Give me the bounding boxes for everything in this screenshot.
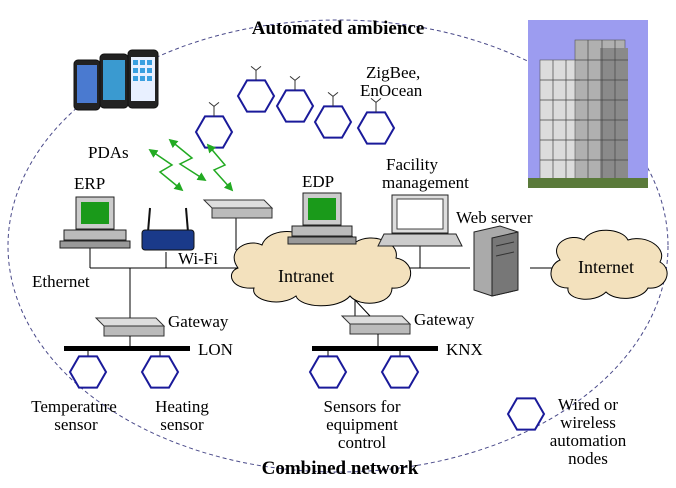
legend-automation: automation: [550, 431, 627, 450]
wifi-router-icon: [141, 207, 195, 251]
title-combined-network: Combined network: [262, 458, 419, 479]
legend-nodes: nodes: [568, 449, 608, 468]
lon-bus: [64, 336, 190, 358]
label-sensors-for: Sensors for: [324, 397, 401, 416]
label-pdas: PDAs: [88, 143, 129, 162]
web-server-icon: [473, 225, 519, 297]
wired-node-1: [68, 355, 108, 389]
label-facility: Facility: [386, 155, 438, 174]
label-edp: EDP: [302, 172, 334, 191]
wireless-node-3: [194, 101, 234, 149]
legend-node-icon: [506, 397, 546, 431]
label-control: control: [338, 433, 386, 452]
label-zigbee: ZigBee,: [366, 63, 420, 82]
label-erp: ERP: [74, 174, 105, 193]
label-ethernet: Ethernet: [32, 272, 90, 291]
label-lon: LON: [198, 340, 233, 359]
network-links: [89, 218, 556, 318]
laptop-icon: [377, 194, 463, 247]
wired-node-2: [140, 355, 180, 389]
wireless-node-4: [313, 91, 353, 139]
label-internet: Internet: [578, 257, 634, 277]
label-web-server: Web server: [456, 208, 533, 227]
label-knx: KNX: [446, 340, 483, 359]
knx-bus: [312, 334, 438, 358]
gateway-right-icon: [340, 315, 412, 335]
internet-cloud: [550, 229, 668, 300]
label-gateway-right: Gateway: [414, 310, 475, 329]
label-gateway-left: Gateway: [168, 312, 229, 331]
gateway-left-icon: [94, 317, 166, 337]
label-management: management: [382, 173, 469, 192]
label-intranet: Intranet: [278, 266, 334, 286]
access-point-icon: [202, 199, 274, 219]
wired-node-3: [308, 355, 348, 389]
legend-wired-or: Wired or: [558, 395, 619, 414]
ambience-boundary: [7, 19, 669, 473]
label-heating-sensor: sensor: [160, 415, 204, 434]
label-heating: Heating: [155, 397, 209, 416]
building-image: [528, 20, 648, 188]
wireless-links: [148, 138, 234, 192]
label-enocean: EnOcean: [360, 81, 423, 100]
legend-wireless: wireless: [560, 413, 616, 432]
label-wifi: Wi-Fi: [178, 249, 218, 268]
wireless-node-5: [356, 97, 396, 145]
erp-computer-icon: [59, 196, 131, 249]
wireless-node-1: [236, 65, 276, 113]
intranet-cloud: [230, 229, 412, 307]
label-equipment: equipment: [326, 415, 398, 434]
title-automated-ambience: Automated ambience: [252, 18, 425, 39]
label-temperature: Temperature: [31, 397, 117, 416]
wired-node-4: [380, 355, 420, 389]
label-temperature-sensor: sensor: [54, 415, 98, 434]
wireless-node-2: [275, 75, 315, 123]
pda-phones-image: [73, 49, 159, 111]
edp-computer-icon: [287, 192, 357, 245]
